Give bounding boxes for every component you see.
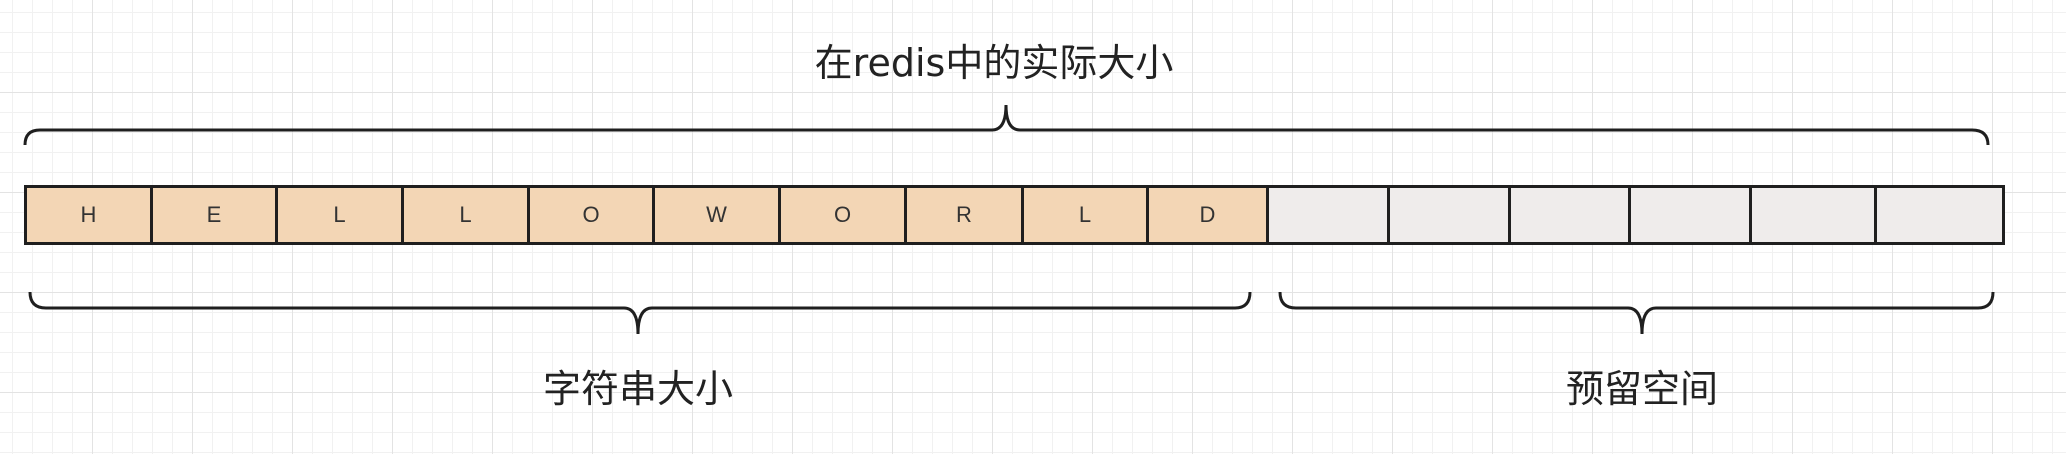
reserved-cell [1511,188,1631,242]
reserved-cell [1631,188,1752,242]
reserved-space-label: 预留空间 [1565,367,1719,411]
reserved-cell [1877,188,2002,242]
reserved-cell [1269,188,1390,242]
actual-size-label: 在redis中的实际大小 [814,41,1174,85]
top-brace [23,104,1990,146]
char-cell: L [278,188,404,242]
reserved-brace [1278,291,1995,335]
char-cell: W [655,188,781,242]
char-cell: O [781,188,907,242]
string-size-label: 字符串大小 [542,367,734,411]
char-cell: E [153,188,278,242]
char-cell: L [404,188,530,242]
char-cell: D [1149,188,1269,242]
char-cell: H [27,188,153,242]
char-cell: R [907,188,1024,242]
char-cell: L [1024,188,1149,242]
reserved-cell [1390,188,1511,242]
string-brace [28,291,1252,335]
char-cell: O [530,188,655,242]
reserved-cell [1752,188,1877,242]
